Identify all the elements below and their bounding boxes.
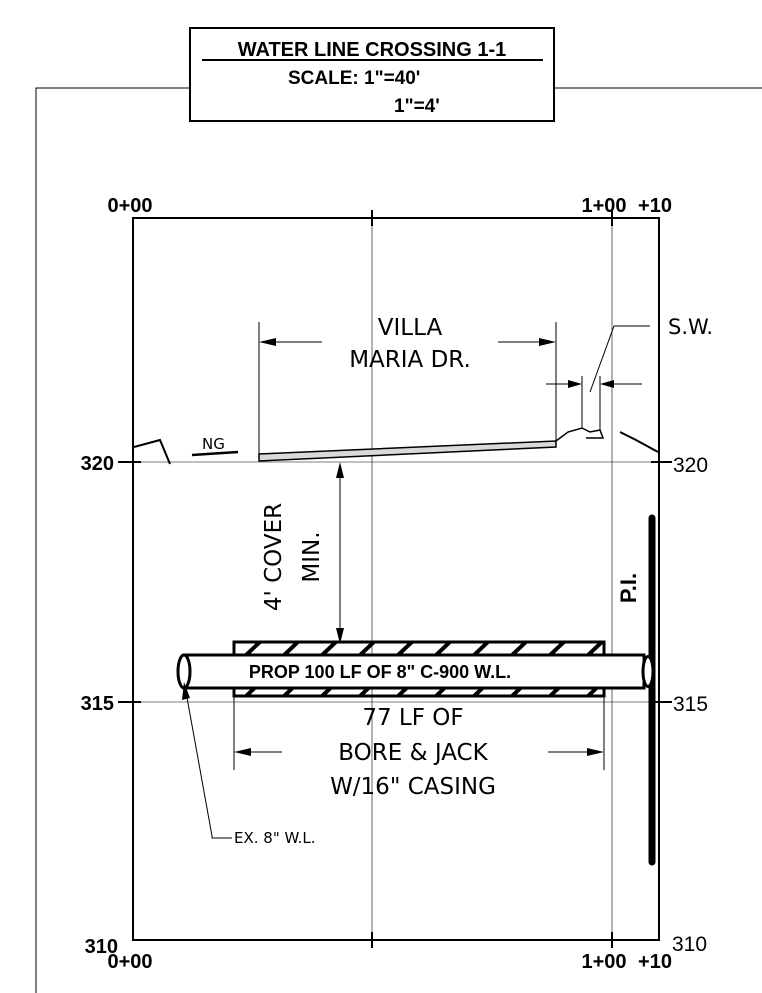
- natural-ground-label: NG: [202, 435, 225, 453]
- elev-label-right-320: 320: [673, 454, 708, 477]
- title-scale-vertical: 1"=4': [394, 96, 440, 117]
- existing-line-leader: [182, 682, 232, 839]
- station-label-bottom-right-b: +10: [638, 951, 672, 973]
- road-name-line2: MARIA DR.: [349, 347, 471, 373]
- bore-label-line3: W/16" CASING: [330, 774, 496, 800]
- sheet-border-line: [35, 87, 190, 993]
- proposed-pipe: [176, 653, 655, 690]
- elev-label-left-310: 310: [85, 936, 118, 958]
- station-label-top-right-b: +10: [638, 195, 672, 217]
- station-label-top-left: 0+00: [107, 195, 152, 217]
- bore-label-line2: BORE & JACK: [338, 740, 488, 766]
- station-label-bottom-right-a: 1+00: [581, 951, 626, 973]
- title-block: WATER LINE CROSSING 1-1 SCALE: 1"=40' 1"…: [189, 27, 555, 122]
- cover-label-line2: MIN.: [299, 531, 325, 582]
- sidewalk-dimension: [546, 325, 650, 430]
- ground-profile: [133, 427, 659, 465]
- title-heading: WATER LINE CROSSING 1-1: [238, 39, 507, 61]
- road-width-dimension: [258, 322, 557, 458]
- elev-label-left-315: 315: [81, 693, 114, 715]
- bore-label-line1: 77 LF OF: [362, 705, 463, 731]
- bore-length-dimension: [233, 696, 605, 770]
- sidewalk-label: S.W.: [668, 315, 713, 339]
- elev-label-right-315: 315: [673, 693, 708, 716]
- pi-label: P.I.: [616, 573, 641, 603]
- profile-frame: [132, 217, 660, 941]
- proposed-pipe-label: PROP 100 LF OF 8" C-900 W.L.: [249, 662, 511, 682]
- station-label-bottom-left: 0+00: [107, 951, 152, 973]
- existing-line-label: EX. 8" W.L.: [234, 829, 316, 847]
- station-label-top-right-a: 1+00: [581, 195, 626, 217]
- elev-label-right-310: 310: [672, 933, 707, 956]
- cover-label-line1: 4' COVER: [261, 503, 287, 611]
- title-scale-horizontal: SCALE: 1"=40': [288, 68, 420, 89]
- road-name-line1: VILLA: [378, 315, 443, 341]
- cover-dimension: [336, 462, 344, 644]
- road-pavement: [258, 440, 557, 462]
- elev-label-left-320: 320: [81, 453, 114, 475]
